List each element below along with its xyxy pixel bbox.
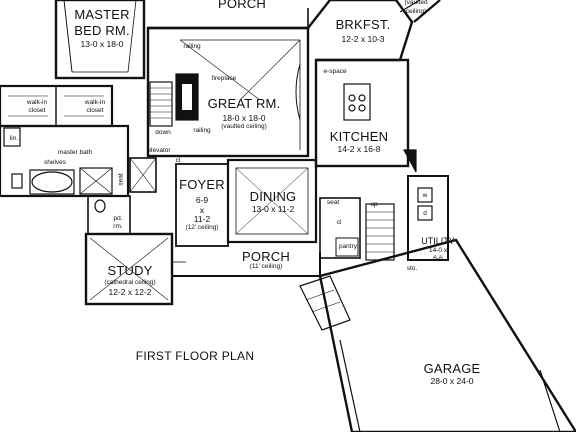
mudroom-seat-label: seat bbox=[326, 199, 340, 206]
fireplace-label: fireplace bbox=[211, 75, 237, 82]
garage-dimensions: 28-0 x 24-0 bbox=[430, 376, 474, 386]
utility-name: UTILITY bbox=[421, 236, 455, 246]
powder-room-label-line1: pd. bbox=[113, 215, 123, 222]
elevator-label: elevator bbox=[147, 147, 171, 154]
dining-name: DINING bbox=[249, 189, 297, 204]
garage-name: GARAGE bbox=[423, 361, 481, 376]
storage-label: sto. bbox=[406, 265, 418, 272]
breakfast-room-name: BRKFST. bbox=[335, 17, 391, 32]
linen-label: lin. bbox=[9, 135, 19, 142]
walkin-closet-right-line1: walk-in bbox=[84, 99, 106, 106]
dining-dimensions: 13-0 x 11-2 bbox=[251, 204, 295, 214]
kitchen-name: KITCHEN bbox=[329, 129, 389, 144]
railing-top-label: railing bbox=[183, 43, 201, 50]
shelves-label: shelves bbox=[43, 159, 67, 166]
foyer-dim-1: 6-9 bbox=[195, 195, 209, 205]
utility-walls bbox=[407, 175, 449, 261]
foyer-dim-2: x bbox=[199, 205, 205, 215]
study-dimensions: 12-2 x 12-2 bbox=[108, 287, 152, 297]
washer-label: w bbox=[422, 192, 428, 199]
kitchen-walls bbox=[314, 58, 410, 168]
plan-title: FIRST FLOOR PLAN bbox=[135, 349, 255, 363]
porch-bottom-ceiling-note: (11' ceiling) bbox=[249, 263, 283, 270]
master-bedroom-name-line1: MASTER bbox=[74, 7, 130, 22]
dining-walls bbox=[226, 158, 318, 244]
stair-right bbox=[365, 203, 395, 261]
foyer-name: FOYER bbox=[179, 177, 225, 192]
porch-top-name: PORCH bbox=[218, 0, 266, 11]
great-room-name: GREAT RM. bbox=[207, 96, 281, 111]
master-bedroom-walls bbox=[54, 0, 146, 80]
e-space-label: e-space bbox=[323, 68, 347, 75]
powder-room-label-line2: rm. bbox=[113, 223, 123, 230]
bath-seat-label: seat bbox=[117, 173, 125, 186]
utility-dim-1: 14-0 x bbox=[428, 247, 448, 254]
foyer-ceiling-note: (12' ceiling) bbox=[185, 224, 219, 231]
foyer-closet-label: cl bbox=[175, 157, 181, 164]
elevator-shaft bbox=[129, 157, 157, 193]
utility-dim-2: 6-6 bbox=[433, 255, 443, 262]
study-name: STUDY bbox=[107, 263, 153, 278]
bathtub bbox=[31, 171, 73, 193]
stair bbox=[149, 81, 173, 127]
master-bath-label: master bath bbox=[57, 149, 93, 156]
great-room-ceiling-note: (vaulted ceiling) bbox=[221, 123, 267, 130]
porch-bottom-name: PORCH bbox=[242, 249, 290, 264]
pantry-walls bbox=[319, 197, 361, 259]
great-room-dimensions: 18-0 x 18-0 bbox=[222, 113, 266, 123]
study-ceiling-note: (cathedral ceiling) bbox=[104, 279, 156, 286]
shower bbox=[79, 167, 113, 195]
pantry-label: pantry bbox=[338, 243, 358, 250]
kitchen-island bbox=[343, 83, 371, 121]
garage-walls bbox=[318, 238, 576, 432]
foyer-dim-3: 11-2 bbox=[193, 214, 211, 224]
vaulted-ceiling-line2: ceiling) bbox=[405, 8, 427, 15]
kitchen-dimensions: 14-2 x 16-8 bbox=[337, 144, 381, 154]
railing-bottom-label: railing bbox=[193, 127, 211, 134]
mudroom-closet-label: cl bbox=[336, 219, 342, 226]
dryer-label: d bbox=[423, 210, 427, 217]
walkin-closet-left-line1: walk-in bbox=[26, 99, 48, 106]
vaulted-ceiling-line1: (vaulted bbox=[404, 0, 428, 6]
porch-bottom-walls bbox=[171, 252, 321, 277]
stair-up-label: up bbox=[370, 201, 378, 208]
breakfast-room-dimensions: 12-2 x 10-3 bbox=[341, 34, 385, 44]
master-bedroom-dimensions: 13-0 x 18-0 bbox=[80, 39, 124, 49]
walkin-closet-right-line2: closet bbox=[86, 107, 104, 114]
master-bath-walls bbox=[0, 124, 130, 198]
master-bedroom-name-line2: BED RM. bbox=[74, 23, 130, 38]
walkin-closet-left-line2: closet bbox=[28, 107, 46, 114]
down-label: down bbox=[155, 129, 171, 136]
